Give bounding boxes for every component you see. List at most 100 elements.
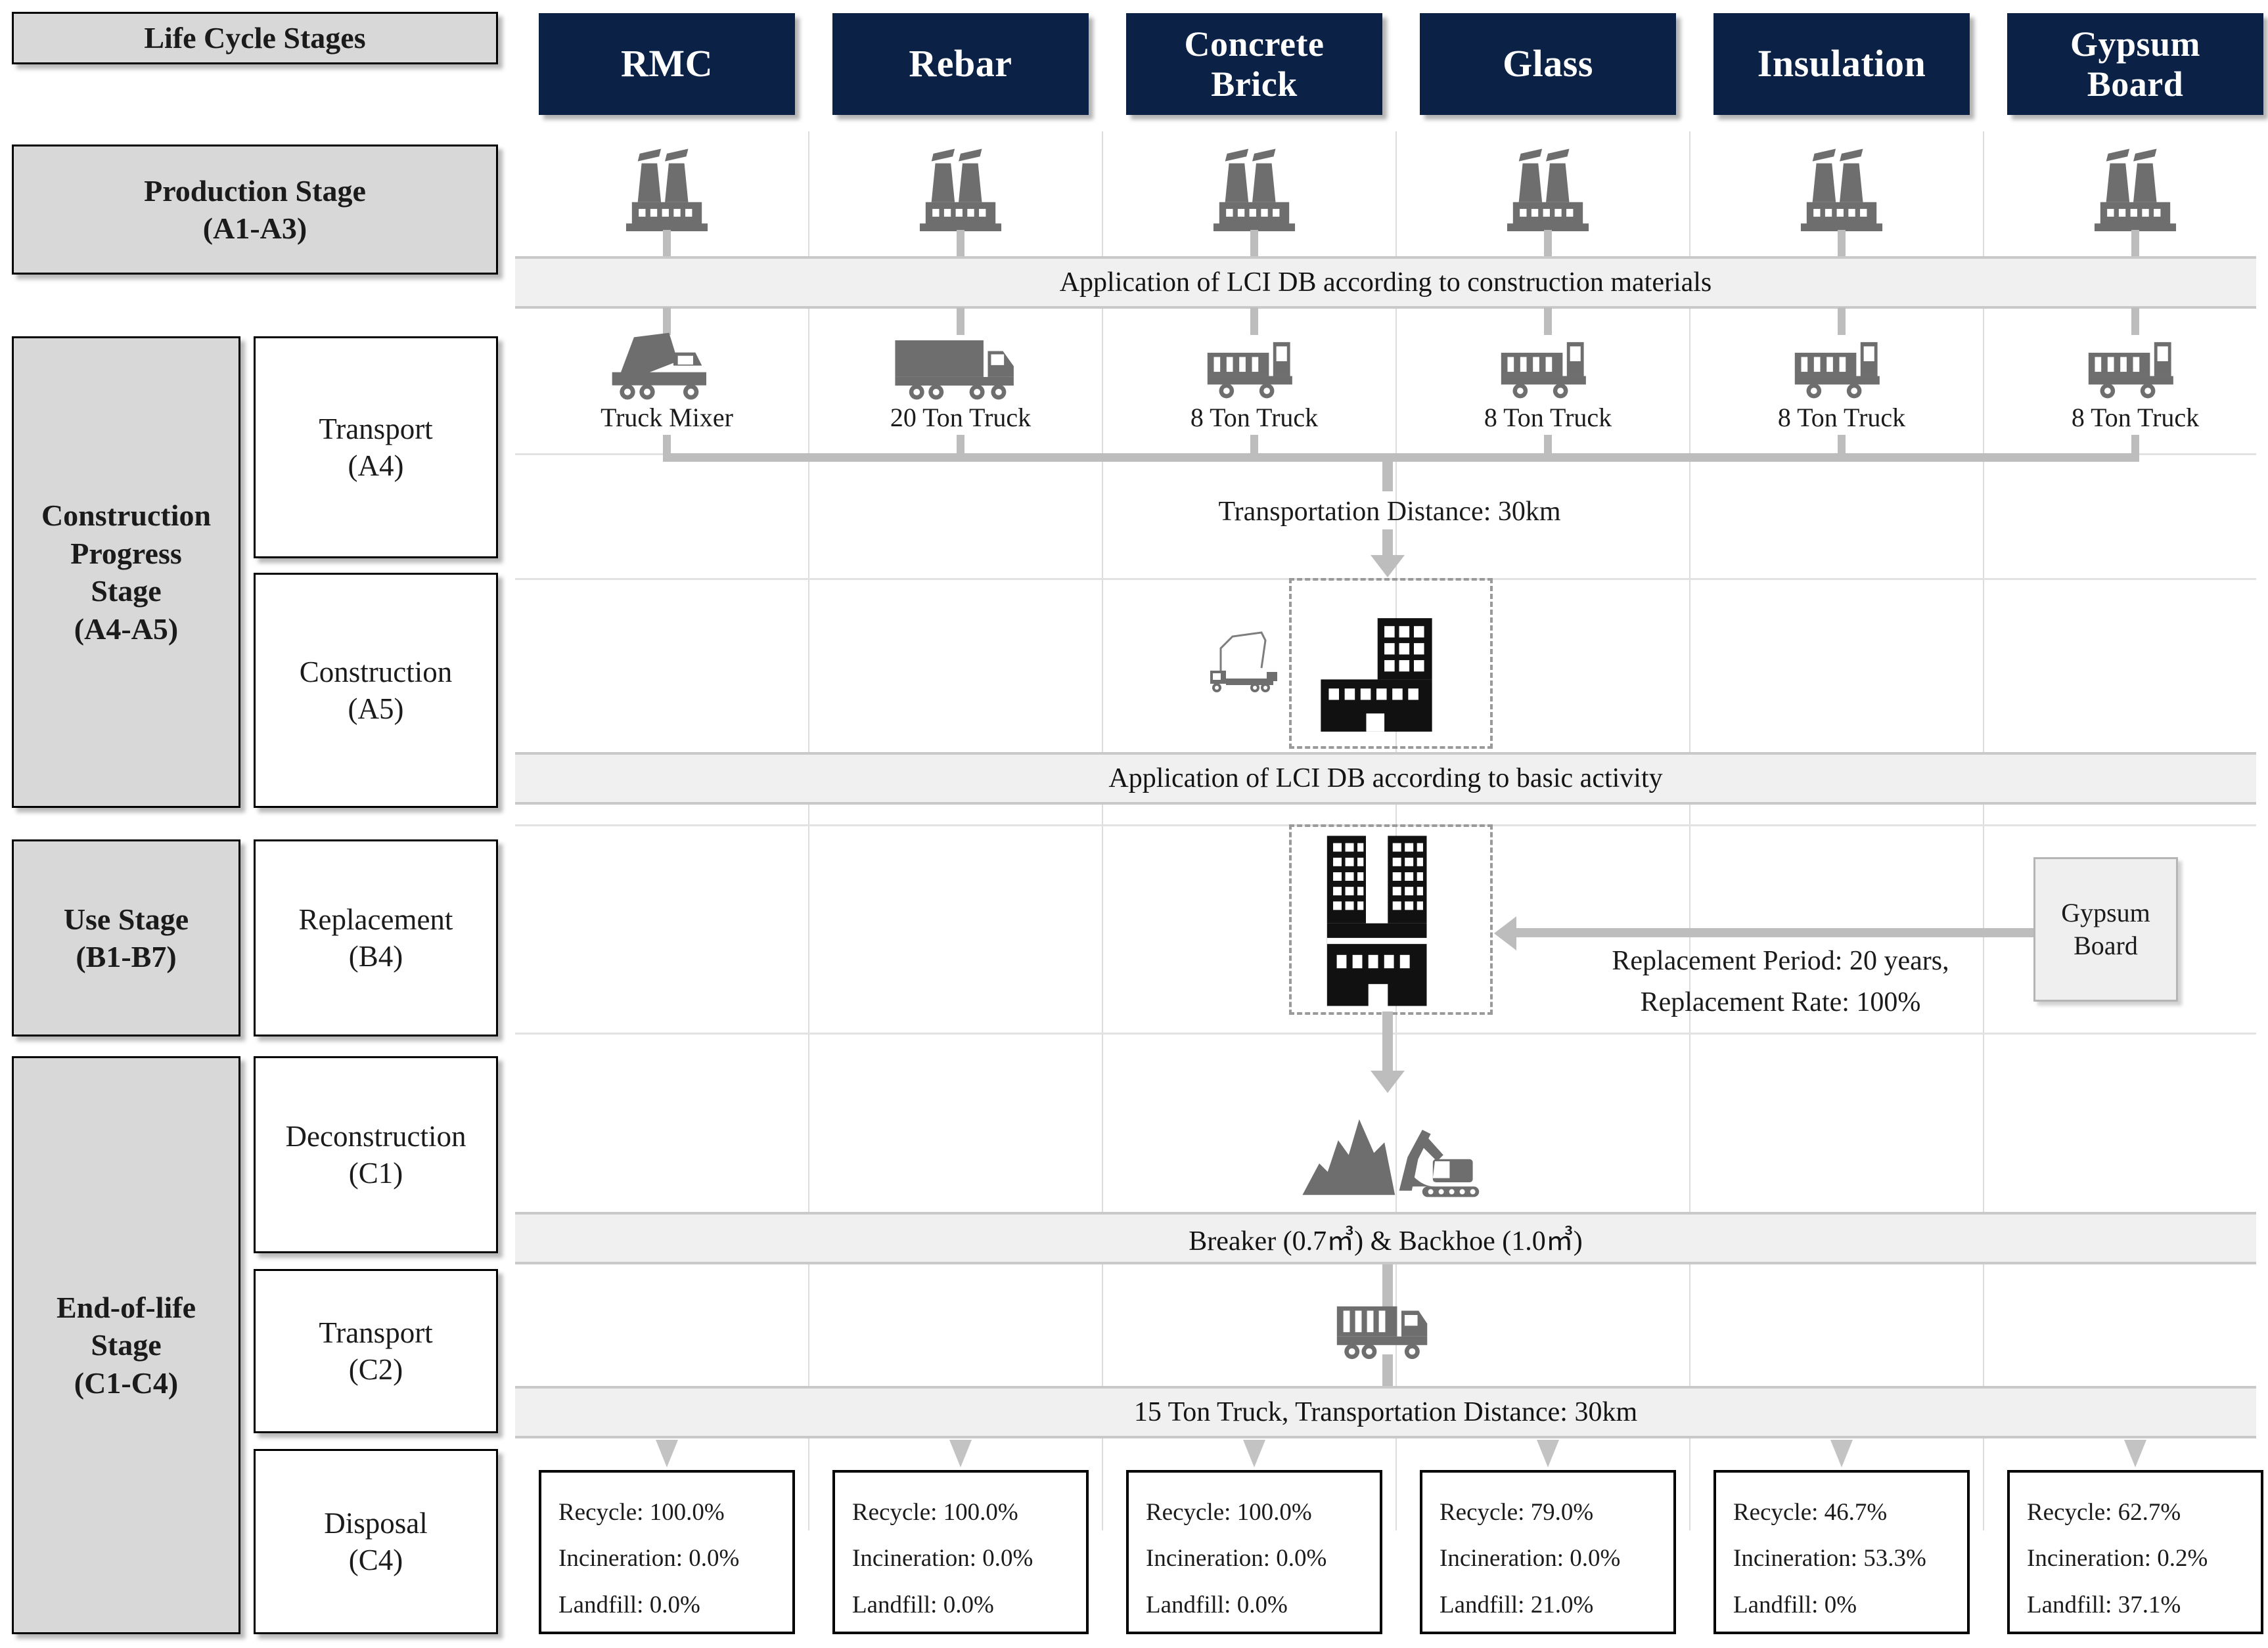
factory-icon-insulation [1792,148,1891,233]
material-header-gypsum-board[interactable]: Gypsum Board [2007,13,2263,115]
disposal-landfill-concrete-brick: Landfill: 0.0% [1146,1591,1288,1618]
annotation-replacement-details: Replacement Period: 20 years, Replacemen… [1531,941,2030,1019]
substage-disposal-c4: Disposal (C4) [254,1449,498,1634]
stage-use-line-2: (B1-B7) [76,940,177,973]
substage-transport-a4: Transport (A4) [254,336,498,558]
disposal-recycle-gypsum-board: Recycle: 62.7% [2027,1499,2181,1526]
factory-icon-concrete-brick [1205,148,1304,233]
substage-transport-c2-line-1: Transport [319,1316,433,1349]
arrow-to-deconstruction [1371,1071,1405,1093]
material-header-concrete-brick-line-1: Concrete [1184,24,1325,64]
merge-stub-rebar [957,435,964,455]
material-header-rmc[interactable]: RMC [539,13,795,115]
merge-stub-glass [1544,435,1552,455]
construction-site-boundary [1289,578,1493,749]
substage-replacement-b4-line-2: (B4) [348,940,403,973]
transport-label-rmc: Truck Mixer [601,402,733,432]
merge-stub-concrete-brick [1250,435,1258,455]
merge-stub-rmc [663,435,671,455]
connector-banner-to-truck-insulation [1838,307,1846,335]
disposal-box-insulation: Recycle: 46.7% Incineration: 53.3% Landf… [1713,1470,1970,1634]
connector-banner-to-truck-rmc [663,307,671,335]
connector-banner-to-truck-concrete-brick [1250,307,1258,335]
arrow-replacement-into-building [1494,916,1516,950]
arrow-to-construction-site [1371,555,1405,577]
column-divider-1 [808,131,809,1530]
stage-eol-line-2: Stage [91,1328,162,1362]
stage-construction-line-4: (A4-A5) [74,612,179,646]
stage-eol-line-1: End-of-life [56,1290,196,1324]
connector-factory-glass [1544,230,1552,257]
stage-production-line-2: (A1-A3) [202,212,307,245]
arrow-to-disposal-gypsum-board [2124,1440,2146,1467]
stage-use: Use Stage (B1-B7) [12,839,240,1036]
banner-activity-lci-db-label: Application of LCI DB according to basic… [1108,763,1663,793]
disposal-incineration-rmc: Incineration: 0.0% [558,1545,740,1572]
column-divider-3 [1395,131,1397,1530]
replacement-material-line-1: Gypsum [2061,898,2150,927]
factory-icon-glass [1499,148,1597,233]
banner-breaker-backhoe: Breaker (0.7㎥) & Backhoe (1.0㎥) [515,1212,2256,1264]
disposal-incineration-gypsum-board: Incineration: 0.2% [2027,1545,2208,1572]
replacement-material-gypsum-board[interactable]: Gypsum Board [2033,857,2178,1002]
connector-banner-to-truck-gypsum-board [2131,307,2139,335]
disposal-landfill-glass: Landfill: 21.0% [1440,1591,1594,1618]
stage-eol-line-3: (C1-C4) [74,1366,179,1400]
material-header-concrete-brick[interactable]: Concrete Brick [1126,13,1382,115]
connector-waste-truck-to-banner [1382,1354,1393,1389]
substage-deconstruction-c1-line-1: Deconstruction [285,1119,466,1153]
stage-end-of-life: End-of-life Stage (C1-C4) [12,1056,240,1634]
connector-factory-gypsum-board [2131,230,2139,257]
banner-production-lci-db-label: Application of LCI DB according to const… [1059,267,1712,298]
material-header-insulation[interactable]: Insulation [1713,13,1970,115]
connector-replacement-line [1515,928,2041,937]
banner-breaker-backhoe-label: Breaker (0.7㎥) & Backhoe (1.0㎥) [1189,1226,1583,1257]
substage-transport-a4-line-1: Transport [319,412,433,445]
transport-label-insulation: 8 Ton Truck [1777,402,1906,432]
column-divider-4 [1689,131,1690,1530]
connector-banner-to-truck-rebar [957,307,964,335]
connector-factory-insulation [1838,230,1846,257]
apartment-building-icon [1317,835,1439,1006]
disposal-landfill-insulation: Landfill: 0% [1733,1591,1857,1618]
disposal-box-glass: Recycle: 79.0% Incineration: 0.0% Landfi… [1420,1470,1676,1634]
transport-label-rebar: 20 Ton Truck [890,402,1032,432]
merge-stub-insulation [1838,435,1846,455]
transport-label-gypsum-board: 8 Ton Truck [2071,402,2200,432]
connector-factory-concrete-brick [1250,230,1258,257]
legend-life-cycle-stages: Life Cycle Stages [12,12,498,64]
disposal-incineration-glass: Incineration: 0.0% [1440,1545,1621,1572]
connector-distance-to-site [1382,529,1393,559]
disposal-box-concrete-brick: Recycle: 100.0% Incineration: 0.0% Landf… [1126,1470,1382,1634]
disposal-incineration-concrete-brick: Incineration: 0.0% [1146,1545,1327,1572]
stage-production-line-1: Production Stage [144,173,366,208]
disposal-incineration-insulation: Incineration: 53.3% [1733,1545,1926,1572]
merge-stub-gypsum-board [2131,435,2139,455]
annotation-replacement-rate: Replacement Rate: 100% [1640,987,1921,1017]
material-header-glass[interactable]: Glass [1420,13,1676,115]
disposal-landfill-rmc: Landfill: 0.0% [558,1591,700,1618]
dump-truck-icon-insulation [1788,334,1899,399]
merge-bus-horizontal [663,453,2139,462]
material-header-rebar[interactable]: Rebar [832,13,1089,115]
disposal-box-rmc: Recycle: 100.0% Incineration: 0.0% Landf… [539,1470,795,1634]
concrete-pump-truck-icon [1175,627,1319,732]
banner-production-lci-db: Application of LCI DB according to const… [515,256,2256,309]
arrow-to-disposal-glass [1537,1440,1559,1467]
concrete-mixer-truck-icon [601,328,733,401]
material-header-insulation-line-1: Insulation [1757,42,1926,85]
substage-disposal-c4-line-2: (C4) [348,1544,403,1576]
material-header-gypsum-board-line-2: Board [2087,64,2184,104]
stage-production: Production Stage (A1-A3) [12,145,498,275]
dump-truck-icon-concrete-brick [1200,334,1312,399]
legend-title: Life Cycle Stages [144,21,366,55]
semi-trailer-truck-icon [890,332,1032,401]
banner-activity-lci-db: Application of LCI DB according to basic… [515,752,2256,805]
material-header-glass-line-1: Glass [1503,42,1593,85]
substage-construction-a5: Construction (A5) [254,573,498,808]
substage-transport-c2-line-2: (C2) [348,1353,403,1386]
banner-eol-transport: 15 Ton Truck, Transportation Distance: 3… [515,1386,2256,1438]
arrow-to-disposal-concrete-brick [1243,1440,1265,1467]
rubble-and-excavator-icon [1298,1098,1488,1203]
factory-icon-rebar [911,148,1010,233]
